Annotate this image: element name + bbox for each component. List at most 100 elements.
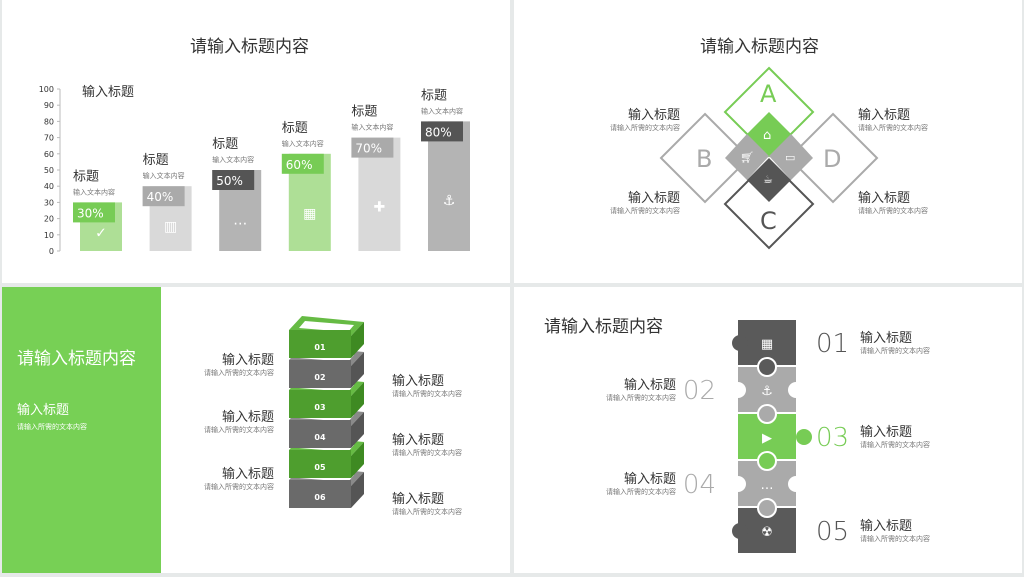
layer-hole [299,321,354,332]
puzzle-tab [757,357,777,377]
puzzle-slide: 请输入标题内容 ▦01⚓02▶03…04☢05 输入标题请输入所需的文本内容输入… [514,287,1022,573]
layer-number: 04 [314,433,326,442]
diamond-slide: 请输入标题内容 ⌂ 🛒︎ ▭ ☕︎ A B C D 输入标题请输入所需的文本内容… [514,0,1022,283]
bar-subtitle: 输入文本内容 [73,187,115,196]
bar-title: 标题 [212,137,238,152]
bar-subtitle: 输入文本内容 [421,106,463,115]
y-tick-label: 0 [49,247,54,256]
layer-front [289,450,351,478]
calculator-icon: ▦ [303,206,316,222]
bar-subtitle: 输入文本内容 [351,123,393,132]
layer-front [289,480,351,508]
bar-value-label: 30% [77,206,104,220]
puzzle-tab [732,523,748,539]
bar-value-box [281,153,324,174]
step-number: 05 [816,517,849,547]
bar-value-label: 70% [355,142,382,156]
item-title: 输入标题 [221,353,274,368]
item-desc: 请输入所需的文本内容 [860,535,930,543]
step-number: 03 [816,423,849,453]
home-icon: ⌂ [763,128,772,143]
step-number: 02 [683,376,716,406]
anchor-icon: ⚓ [761,384,773,399]
diamond-diagram [659,66,879,250]
puzzle-notch [730,382,746,398]
layer-number: 01 [314,343,326,352]
y-tick-label: 10 [44,231,54,240]
layer-front [289,420,351,448]
puzzle-tab [796,429,812,445]
bar-title: 标题 [351,105,377,120]
bar [428,121,470,252]
stack-item: 输入标题请输入所需的文本内容 [204,463,274,492]
radiation-icon: ☢ [761,525,773,540]
puzzle-tab [757,404,777,424]
item-title: 输入标题 [860,331,913,346]
layer-side [351,352,364,388]
cart-icon: 🛒︎ [740,151,754,164]
bar-value-box [73,202,115,223]
y-tick-label: 30 [44,198,54,207]
item-title: 输入标题 [392,374,445,389]
y-tick-label: 60 [44,150,54,159]
layer-number: 03 [314,403,325,412]
puzzle-notch [788,382,804,398]
checkbox-icon: ✓ [95,226,107,242]
coffee-tile [747,158,791,202]
anchor-icon: ⚓ [443,193,456,209]
puzzle-item: 输入标题请输入所需的文本内容 [860,515,930,544]
stack-item: 输入标题请输入所需的文本内容 [204,349,274,378]
stack-item: 输入标题请输入所需的文本内容 [392,370,462,399]
item-desc: 请输入所需的文本内容 [392,449,462,457]
y-tick-label: 90 [44,101,54,110]
bar-title: 标题 [73,169,99,184]
coffee-icon: ☕︎ [763,173,773,186]
item-d-right: 输入标题请输入所需的文本内容 [858,108,928,132]
puzzle-column: ▦01⚓02▶03…04☢05 [683,320,849,553]
puzzle-item: 输入标题请输入所需的文本内容 [860,327,930,356]
stack-item: 输入标题请输入所需的文本内容 [204,406,274,435]
item-desc: 请输入所需的文本内容 [204,369,274,377]
y-tick-label: 40 [44,182,54,191]
sidebar-subtitle: 输入标题 [17,403,70,418]
layer-side [351,442,364,478]
layer-side [351,412,364,448]
puzzle-item: 输入标题请输入所需的文本内容 [860,421,930,450]
diamond-b [659,112,751,204]
bar-value-label: 60% [286,158,313,172]
book-icon: ▥ [164,219,177,235]
layer-number: 06 [314,493,326,502]
layer-front [289,330,351,358]
step-number: 01 [816,329,849,359]
chat-icon: … [233,213,247,229]
bar-value-box [142,186,185,207]
y-tick-label: 50 [44,166,54,175]
chart-label: 输入标题 [82,85,135,100]
puzzle-notch [730,476,746,492]
bar-value-box [351,137,394,158]
bar-subtitle: 输入文本内容 [212,155,254,164]
item-title: 输入标题 [860,425,913,440]
bar-value-label: 40% [147,190,174,204]
item-title: 输入标题 [221,467,274,482]
letter-c: C [760,207,777,235]
sidebar-desc: 请输入所需的文本内容 [17,423,87,431]
bar-title: 标题 [143,153,169,168]
layer-front [289,360,351,388]
puzzle-item: 输入标题请输入所需的文本内容 [606,468,676,497]
slide-title: 请输入标题内容 [544,317,663,337]
item-title: 输入标题 [392,433,445,448]
diamond-c [723,158,815,250]
letter-d: D [823,145,842,173]
y-tick-label: 80 [44,117,54,126]
green-sidebar: 请输入标题内容 输入标题 请输入所需的文本内容 [2,287,161,573]
diamond-d [787,112,879,204]
item-desc: 请输入所需的文本内容 [606,394,676,402]
bar-subtitle: 输入文本内容 [282,139,324,148]
slide-title: 请输入标题内容 [700,37,819,57]
layer-side [351,322,364,358]
item-title: 输入标题 [860,519,913,534]
